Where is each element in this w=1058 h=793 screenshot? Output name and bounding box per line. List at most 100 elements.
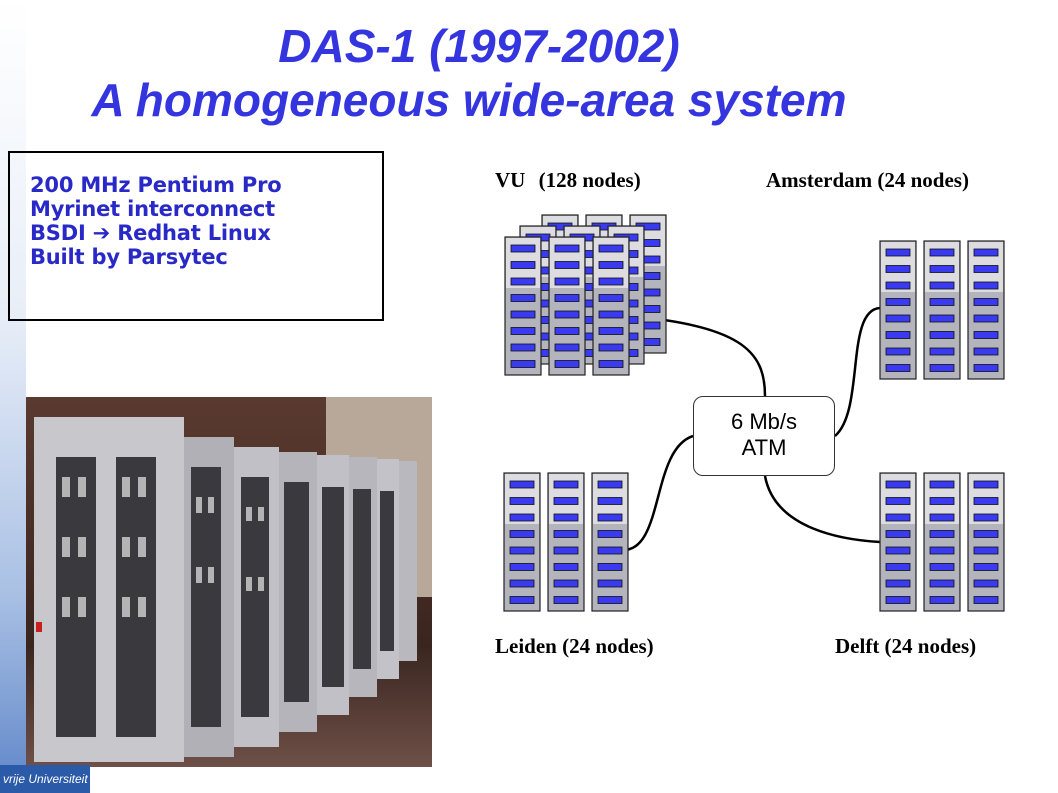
rack-slot — [553, 513, 579, 522]
spec-os: BSDI ➔ Redhat Linux — [30, 221, 271, 245]
rack-leiden — [591, 472, 629, 612]
rack-slot — [554, 277, 580, 286]
rack-slot — [929, 265, 955, 273]
rack-slot — [929, 281, 955, 290]
label-vu: VU (128 nodes) — [495, 168, 641, 193]
label-amsterdam: Amsterdam (24 nodes) — [766, 168, 969, 192]
rack-delft — [879, 472, 917, 612]
label-vu-nodes: (128 nodes) — [538, 168, 641, 192]
rack-amsterdam — [879, 240, 917, 380]
atm-type: ATM — [741, 435, 787, 460]
label-delft: Delft (24 nodes) — [835, 634, 977, 658]
rack-slot — [973, 563, 999, 571]
slide-title: DAS-1 (1997-2002) — [278, 20, 680, 72]
rack-slot — [973, 281, 999, 290]
rack-slot — [929, 480, 955, 489]
rack-slot — [598, 244, 624, 253]
link-atm-delft — [763, 475, 881, 544]
rack-slot — [885, 364, 911, 372]
rack-slot — [973, 579, 999, 588]
rack-slot — [885, 331, 911, 339]
slide-subtitle: A homogeneous wide-area system — [91, 74, 847, 126]
rack-slot — [973, 497, 999, 505]
rack-slot — [973, 596, 999, 604]
rack-vu — [592, 236, 630, 376]
rack-slot — [510, 277, 536, 286]
rack-slot — [510, 360, 536, 368]
university-logo: vrije Universiteit — [0, 765, 90, 793]
side-gradient-bar — [0, 0, 26, 793]
rack-slot — [509, 546, 535, 555]
rack-slot — [973, 364, 999, 372]
rack-slot — [973, 513, 999, 522]
rack-slot — [885, 314, 911, 323]
rack-slot — [597, 579, 623, 588]
label-leiden: Leiden (24 nodes) — [495, 634, 654, 658]
rack-slot — [509, 513, 535, 522]
rack-delft — [923, 472, 961, 612]
rack-slot — [597, 563, 623, 571]
rack-slot — [973, 530, 999, 538]
rack-slot — [509, 579, 535, 588]
rack-slot — [973, 248, 999, 257]
atm-speed: 6 Mb/s — [730, 409, 798, 434]
rack-vu — [548, 236, 586, 376]
rack-slot — [554, 310, 580, 319]
rack-slot — [509, 480, 535, 489]
rack-slot — [509, 563, 535, 571]
rack-slot — [509, 596, 535, 604]
rack-slot — [929, 497, 955, 505]
rack-slot — [597, 513, 623, 522]
rack-leiden — [547, 472, 585, 612]
rack-slot — [929, 596, 955, 604]
link-atm-amsterdam — [834, 306, 881, 437]
rack-slot — [885, 265, 911, 273]
rack-slot — [554, 360, 580, 368]
rack-slot — [885, 546, 911, 555]
rack-slot — [929, 579, 955, 588]
spec-builder: Built by Parsytec — [30, 245, 228, 269]
rack-leiden — [503, 472, 541, 612]
rack-slot — [554, 343, 580, 352]
rack-slot — [554, 294, 580, 302]
rack-slot — [929, 530, 955, 538]
rack-slot — [885, 281, 911, 290]
rack-slot — [885, 530, 911, 538]
rack-slot — [553, 596, 579, 604]
rack-slot — [510, 261, 536, 269]
rack-slot — [929, 248, 955, 257]
rack-slot — [598, 294, 624, 302]
spec-interconnect: Myrinet interconnect — [30, 197, 275, 221]
rack-slot — [553, 563, 579, 571]
spec-cpu: 200 MHz Pentium Pro — [30, 173, 282, 197]
rack-slot — [510, 310, 536, 319]
rack-slot — [885, 513, 911, 522]
rack-slot — [554, 261, 580, 269]
rack-slot — [929, 563, 955, 571]
logo-text: vrije Universiteit — [3, 772, 88, 786]
rack-slot — [598, 343, 624, 352]
rack-slot — [597, 596, 623, 604]
rack-slot — [598, 360, 624, 368]
rack-slot — [554, 327, 580, 335]
rack-slot — [553, 546, 579, 555]
label-vu-name: VU — [495, 168, 526, 192]
rack-slot — [885, 347, 911, 356]
rack-slot — [598, 261, 624, 269]
rack-slot — [597, 546, 623, 555]
rack-slot — [973, 546, 999, 555]
rack-delft — [967, 472, 1005, 612]
rack-slot — [885, 563, 911, 571]
link-atm-leiden — [619, 434, 694, 552]
rack-slot — [973, 347, 999, 356]
rack-slot — [885, 298, 911, 306]
rack-slot — [509, 497, 535, 505]
rack-slot — [598, 310, 624, 319]
rack-amsterdam — [923, 240, 961, 380]
rack-slot — [597, 530, 623, 538]
rack-slot — [885, 497, 911, 505]
rack-slot — [510, 244, 536, 253]
rack-slot — [929, 298, 955, 306]
rack-slot — [597, 480, 623, 489]
